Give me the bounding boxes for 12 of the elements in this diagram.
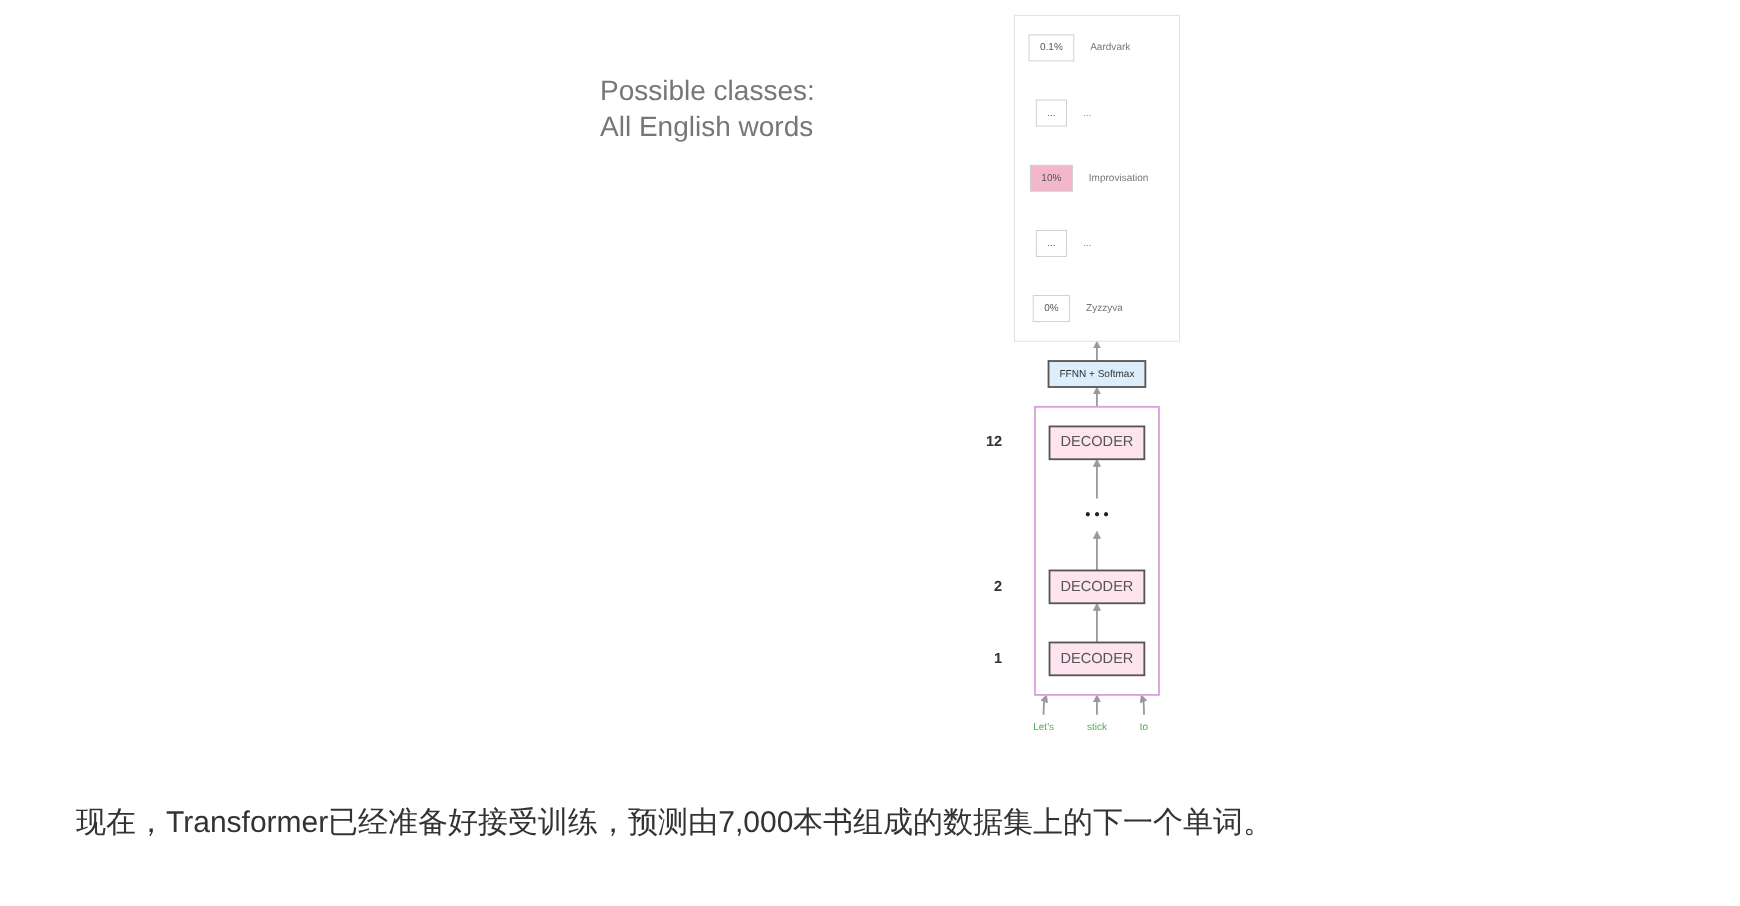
arrow <box>1139 694 1148 716</box>
arrow <box>1092 386 1101 408</box>
arrow <box>1092 530 1101 572</box>
cluster <box>1014 14 1180 342</box>
arrow <box>1040 694 1048 716</box>
arrow <box>1092 340 1101 362</box>
arrow <box>1092 602 1101 644</box>
note-text: Possible classes: All English words <box>600 72 817 144</box>
arrow <box>1092 458 1101 500</box>
caption: 现在，Transformer已经准备好接受训练，预测由7,000本书组成的数据集上的下一个单词。 <box>76 804 1274 842</box>
cluster <box>1034 405 1160 696</box>
arrow <box>1092 694 1101 716</box>
